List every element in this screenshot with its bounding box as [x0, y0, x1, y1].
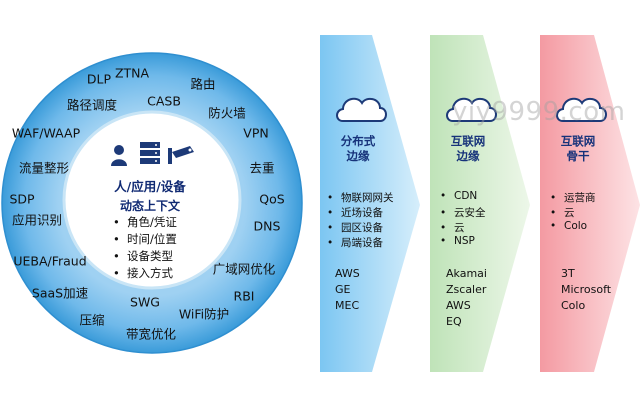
ring-label: 防火墙	[208, 105, 246, 121]
column-bullet: 运营商	[550, 190, 596, 205]
cloud-icon	[556, 97, 607, 122]
ring-label: WAF/WAAP	[11, 125, 81, 141]
arrow-internet-edge	[430, 35, 530, 372]
ring-label: SaaS加速	[31, 285, 89, 301]
ring-label: 路由	[190, 76, 216, 92]
provider-label: Colo	[561, 299, 586, 312]
ring-label: SWG	[130, 294, 160, 310]
ring-label: 应用识别	[11, 212, 63, 228]
cloud-icon	[336, 97, 387, 122]
ring-label: 去重	[249, 160, 275, 176]
column-bullet: 近场设备	[327, 205, 383, 220]
column-title-line: 分布式	[340, 134, 376, 148]
provider-label: AWS	[335, 267, 360, 280]
ring-label: UEBA/Fraud	[13, 253, 87, 269]
provider-label: EQ	[446, 315, 462, 328]
column-bullet: NSP	[440, 235, 475, 247]
column-title-line: 互联网	[450, 134, 486, 148]
ring-label: SDP	[9, 191, 35, 207]
context-item: 设备类型	[113, 248, 173, 264]
column-bullet: CDN	[440, 190, 477, 202]
ring-label: DLP	[86, 71, 112, 87]
camera-icon	[168, 146, 194, 164]
column-bullet: 物联网网关	[327, 190, 394, 205]
ring-label: 带宽优化	[125, 326, 177, 342]
ring-label: 压缩	[79, 312, 105, 328]
cloud-icon	[446, 97, 497, 122]
column-title-internet-backbone: 互联网 骨干	[561, 134, 596, 164]
column-bullet: 局端设备	[327, 235, 383, 250]
column-bullet: 云	[550, 205, 575, 220]
column-title-line: 骨干	[566, 149, 590, 163]
provider-label: GE	[335, 283, 351, 296]
watermark: yiy9999.com	[452, 97, 626, 127]
context-item: 时间/位置	[113, 231, 177, 247]
column-title-line: 边缘	[456, 149, 480, 163]
person-icon	[111, 145, 127, 166]
column-bullet: 云安全	[440, 205, 486, 220]
ring-label: CASB	[147, 93, 181, 109]
center-subtitle: 动态上下文	[119, 199, 181, 213]
column-bullet: 园区设备	[327, 220, 383, 235]
provider-label: AWS	[446, 299, 471, 312]
column-bullet: Colo	[550, 220, 587, 232]
context-item: 接入方式	[113, 265, 173, 281]
center-circle	[62, 110, 242, 290]
server-icon	[140, 142, 160, 164]
ring-label: DNS	[253, 218, 281, 234]
column-title-distributed-edge: 分布式 边缘	[341, 134, 376, 164]
column-title-line: 边缘	[346, 149, 370, 163]
provider-label: Microsoft	[561, 283, 612, 296]
ring-label: ZTNA	[114, 65, 150, 81]
column-title-line: 互联网	[560, 134, 596, 148]
ring-label: 流量整形	[18, 160, 70, 176]
column-title-internet-edge: 互联网 边缘	[451, 134, 486, 164]
ring-label: VPN	[243, 125, 269, 141]
column-bullet: 云	[440, 220, 465, 235]
provider-label: Akamai	[446, 267, 487, 280]
provider-label: 3T	[561, 267, 575, 280]
ring-label: WiFi防护	[178, 306, 230, 322]
ring-label: QoS	[259, 191, 285, 207]
ring-label: RBI	[233, 288, 255, 304]
provider-label: MEC	[335, 299, 360, 312]
ring-label: 广域网优化	[212, 261, 276, 277]
ring-label: 路径调度	[66, 97, 118, 113]
provider-label: Zscaler	[446, 283, 487, 296]
context-item: 角色/凭证	[113, 214, 177, 230]
center-title: 人/应用/设备	[114, 179, 186, 194]
